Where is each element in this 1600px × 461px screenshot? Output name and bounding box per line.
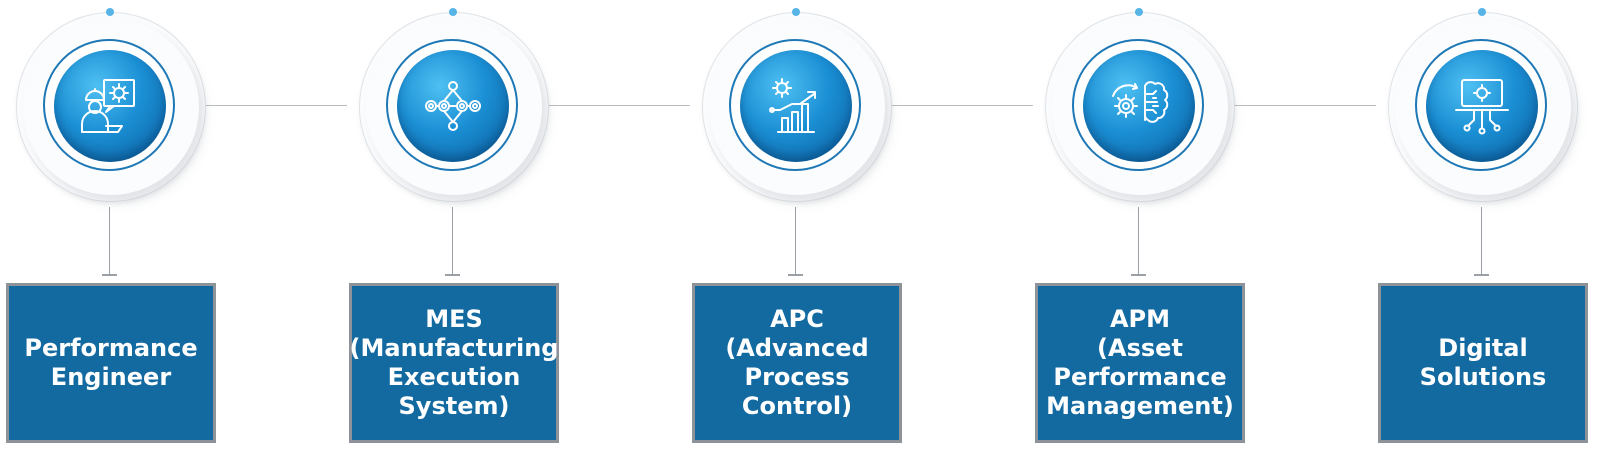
connector-cap <box>445 274 460 276</box>
top-dot <box>792 8 800 16</box>
label-box: MES (Manufacturing Execution System) <box>349 283 559 443</box>
connector-cap <box>788 274 803 276</box>
icon-disk <box>1083 50 1195 162</box>
icon-disk <box>740 50 852 162</box>
connector-line <box>109 207 110 274</box>
digital-monitor-circuit-icon <box>1455 79 1509 135</box>
top-dot <box>1135 8 1143 16</box>
node-label: APM (Asset Performance Management) <box>1046 305 1234 420</box>
connector-cap <box>102 274 117 276</box>
node-label: APC (Advanced Process Control) <box>725 305 869 420</box>
top-dot <box>106 8 114 16</box>
link-line <box>538 105 690 106</box>
connector-line <box>1138 207 1139 274</box>
connector-line <box>1481 207 1482 274</box>
gear-growth-chart-icon <box>769 78 816 133</box>
connector-line <box>795 207 796 274</box>
node-label: MES (Manufacturing Execution System) <box>349 305 559 420</box>
node-label: Digital Solutions <box>1419 334 1547 391</box>
link-line <box>1224 105 1376 106</box>
link-line <box>194 105 347 106</box>
gear-brain-icon <box>1112 81 1169 123</box>
label-box: APC (Advanced Process Control) <box>692 283 902 443</box>
icon-disk <box>397 50 509 162</box>
node-mes: MES (Manufacturing Execution System) <box>343 0 563 461</box>
connector-cap <box>1131 274 1146 276</box>
node-apm: APM (Asset Performance Management) <box>1029 0 1249 461</box>
node-digital-solutions: Digital Solutions <box>1372 0 1592 461</box>
connector-line <box>452 207 453 274</box>
node-label: Performance Engineer <box>24 334 198 391</box>
label-box: APM (Asset Performance Management) <box>1035 283 1245 443</box>
link-line <box>881 105 1033 106</box>
gears-network-icon <box>425 81 481 131</box>
node-performance-engineer: Performance Engineer <box>0 0 220 461</box>
icon-disk <box>54 50 166 162</box>
label-box: Digital Solutions <box>1378 283 1588 443</box>
label-box: Performance Engineer <box>6 283 216 443</box>
top-dot <box>1478 8 1486 16</box>
top-dot <box>449 8 457 16</box>
engineer-gear-icon <box>81 79 135 133</box>
node-apc: APC (Advanced Process Control) <box>686 0 906 461</box>
icon-disk <box>1426 50 1538 162</box>
connector-cap <box>1474 274 1489 276</box>
